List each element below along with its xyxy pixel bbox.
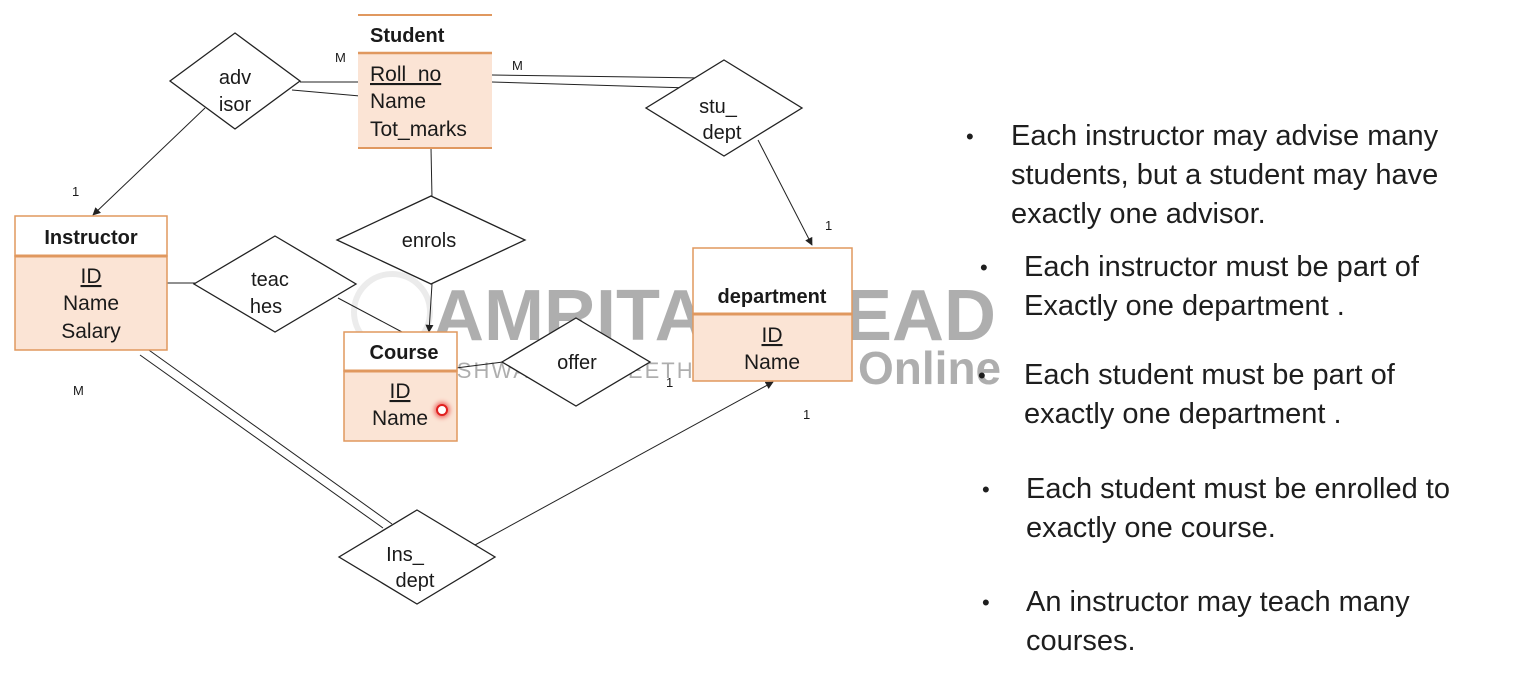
entity-course-key: ID [390,380,411,403]
entity-course-header [343,331,458,372]
edge-student-studept-b [491,81,691,89]
relationship-advisor-label-line2: isor [219,94,252,116]
cardinality-instructor-insdept: M [73,383,84,398]
cardinality-insdept-department: 1 [803,407,810,422]
entity-student-title: Student [370,25,445,47]
edge-student-enrols [430,147,433,199]
edge-instructor-insdept-b [145,347,393,525]
edge-enrols-course [425,283,434,333]
entity-instructor-header [14,215,168,257]
entity-student-key: Roll_no [370,63,441,86]
relationship-insdept-diamond [337,509,497,605]
relationship-advisor-diamond [168,32,302,130]
entity-instructor-title: Instructor [44,227,138,249]
entity-department-title: department [718,286,827,308]
entity-student-body [358,53,492,149]
edge-student-studept-a [491,74,703,79]
entity-department-body [692,313,853,382]
edge-course-offer [455,361,504,369]
entity-course: Course ID Name [343,331,458,442]
cardinality-studept-department: 1 [825,218,832,233]
edge-advisor-instructor [92,107,206,216]
relationship-ins-dept: Ins_ dept [337,509,497,605]
edges [92,74,813,546]
edge-advisor-student-b [291,89,361,97]
edge-studept-department [757,139,813,246]
cardinality-advisor-instructor: 1 [72,184,79,199]
entity-department: department ID Name [692,247,853,382]
entity-student-attr-name: Name [370,90,426,113]
relationship-stu-dept: stu_ dept [644,59,804,157]
entity-instructor: Instructor ID Name Salary [14,215,168,351]
entity-instructor-attr-salary: Salary [61,320,121,343]
relationship-studept-label-line2: dept [703,122,742,144]
entity-instructor-attr-name: Name [63,292,119,315]
relationship-advisor: adv isor [168,32,302,130]
relationship-insdept-label-line1: Ins_ [386,544,425,566]
edge-teaches-course [337,297,403,333]
entity-course-title: Course [370,342,439,364]
cardinalities: M 1 M 1 M 1 1 [72,50,832,422]
edge-instructor-insdept-a [139,354,384,529]
relationship-studept-diamond [644,59,804,157]
cardinality-offer-department: 1 [666,375,673,390]
entity-student-attr-totmarks: Tot_marks [370,118,467,141]
entity-course-attr-name: Name [372,407,428,430]
relationship-offer-diamond [500,317,652,407]
relationship-teaches: teac hes [192,235,358,333]
relationship-insdept-label-line2: dept [396,570,435,592]
relationship-teaches-diamond [192,235,358,333]
relationship-advisor-label-line1: adv [219,67,251,89]
cardinality-advisor-student: M [335,50,346,65]
cardinality-studept-student: M [512,58,523,73]
relationship-enrols-label: enrols [402,230,456,252]
watermark-word-online: Online [858,342,1001,394]
relationship-teaches-label-line2: hes [250,296,282,318]
relationship-studept-label-line1: stu_ [699,96,738,118]
entity-student: Student Roll_no Name Tot_marks [358,14,492,149]
entity-instructor-key: ID [81,265,102,288]
relationship-teaches-label-line1: teac [251,269,289,291]
relationship-offer: offer [500,317,652,407]
entity-department-attr-name: Name [744,351,800,374]
entity-instructor-body [14,255,168,351]
relationship-offer-label: offer [557,352,597,374]
relationship-enrols: enrols [335,195,527,285]
cursor-pointer-dot [436,404,448,416]
relationship-enrols-diamond [335,195,527,285]
entity-department-header [692,247,853,315]
entity-department-key: ID [762,324,783,347]
edge-insdept-department [474,381,774,546]
